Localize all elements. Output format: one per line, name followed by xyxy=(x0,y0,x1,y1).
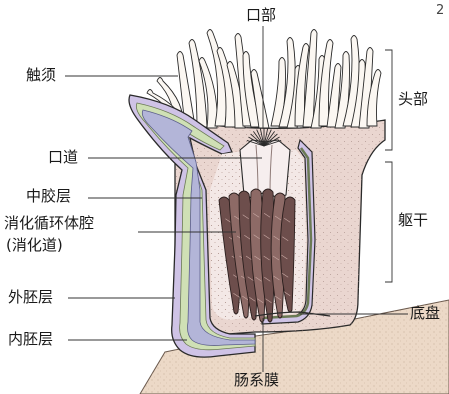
pharynx xyxy=(240,140,290,198)
label-pharynx: 口道 xyxy=(48,150,78,165)
label-mouth: 口部 xyxy=(246,8,276,23)
label-endoderm: 内胚层 xyxy=(8,332,53,347)
label-pedal-disc: 底盘 xyxy=(410,306,440,321)
label-ectoderm: 外胚层 xyxy=(8,290,53,305)
label-cavity: 消化循环体腔 xyxy=(4,216,94,231)
corner-mark: 2 xyxy=(436,4,444,17)
label-mesoglea: 中胶层 xyxy=(26,189,71,204)
label-head: 头部 xyxy=(398,92,428,107)
label-cavity-sub: (消化道) xyxy=(6,238,63,253)
label-mesentery: 肠系膜 xyxy=(234,373,279,388)
label-tentacles: 触须 xyxy=(26,68,56,83)
label-trunk: 躯干 xyxy=(398,213,428,228)
